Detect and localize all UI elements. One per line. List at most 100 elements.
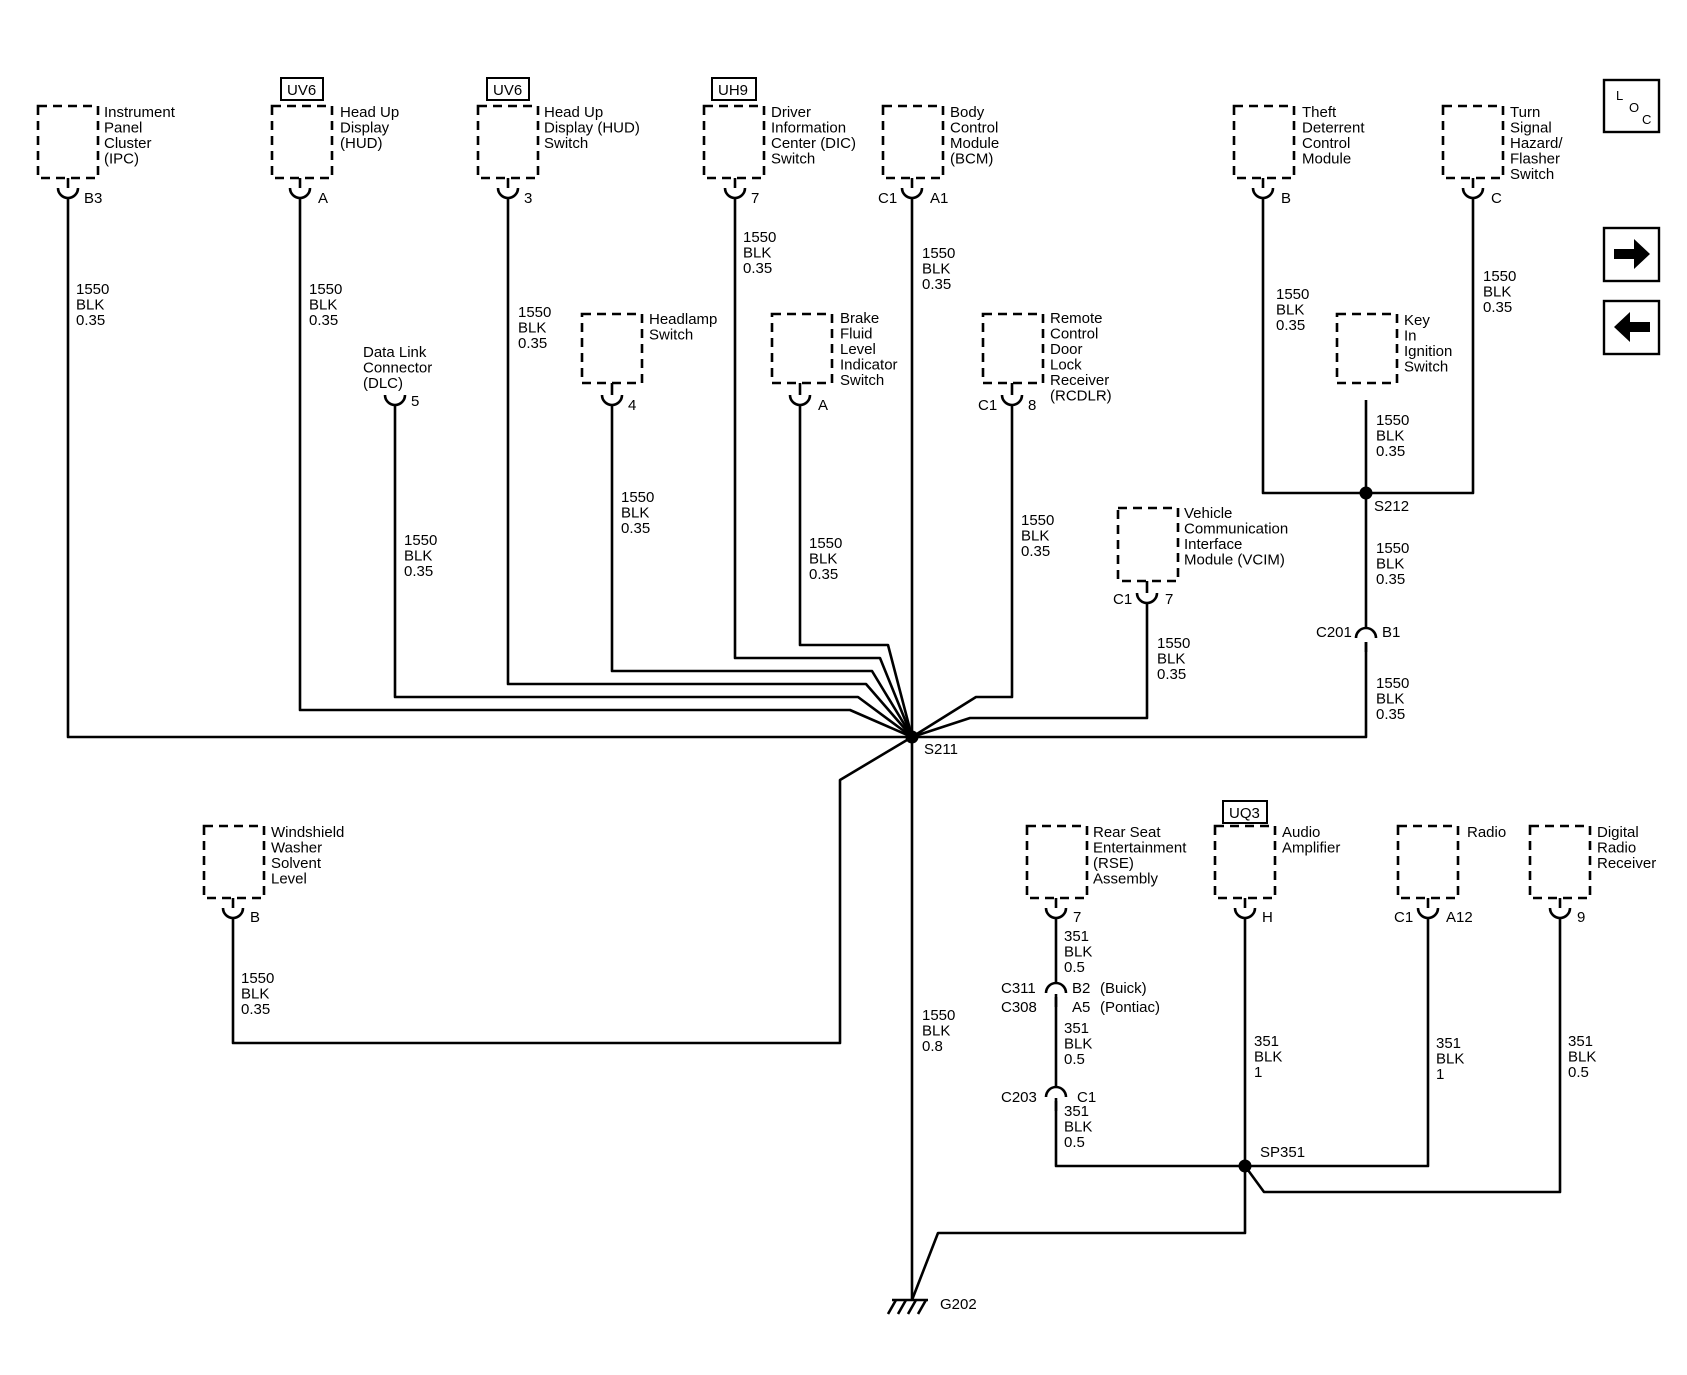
- hud-switch-pin: 3: [524, 190, 532, 207]
- key-name: Key In Ignition Switch: [1404, 312, 1457, 376]
- radio-box: [1396, 824, 1460, 900]
- dic-option-code: UH9: [718, 82, 748, 99]
- hud-wire-label: 1550 BLK 0.35: [309, 281, 347, 329]
- drr-wire-label: 351 BLK 0.5: [1568, 1033, 1601, 1081]
- rse-box: [1025, 824, 1089, 900]
- prev-page-button[interactable]: [1602, 299, 1661, 356]
- bcm-connector: C1: [878, 190, 897, 207]
- washer-pin: B: [250, 909, 260, 926]
- wiring: [66, 198, 1562, 1301]
- washer-wire-label: 1550 BLK 0.35: [241, 970, 279, 1018]
- rcdlr-pin: 8: [1028, 397, 1036, 414]
- brake-fluid-wire-label: 1550 BLK 0.35: [809, 535, 847, 583]
- bcm-name: Body Control Module (BCM): [950, 104, 1003, 168]
- bcm-box: [881, 104, 945, 180]
- bcm-pin: A1: [930, 190, 948, 207]
- loc-letter-c: C: [1642, 112, 1651, 127]
- option-codes: UV6 UV6 UH9 UQ3: [280, 77, 1268, 824]
- c308-note: (Pontiac): [1100, 999, 1160, 1016]
- pin-labels: B3 A 3 7 C1 A1 B C 5 4 A C1 8 C1 7 B 7 H…: [84, 190, 1585, 1106]
- component-boxes: [36, 104, 1592, 900]
- dlc-name: Data Link Connector (DLC): [363, 344, 436, 392]
- splice-sp351: [1238, 1159, 1252, 1173]
- c311-note: (Buick): [1100, 980, 1147, 997]
- loc-letter-o: O: [1629, 100, 1639, 115]
- washer-box: [202, 824, 266, 900]
- arrow-right-icon: [1614, 239, 1650, 269]
- c203-pin: C1: [1077, 1089, 1096, 1106]
- hud-switch-option-box: [486, 77, 530, 101]
- headlamp-pin: 4: [628, 397, 636, 414]
- hud-option-box: [280, 77, 324, 101]
- amp-option-box: [1222, 800, 1268, 824]
- ipc-wire-label: 1550 BLK 0.35: [76, 281, 114, 329]
- hud-pin: A: [318, 190, 328, 207]
- amp-wire-label: 351 BLK 1: [1254, 1033, 1287, 1081]
- loc-button[interactable]: L O C: [1602, 78, 1661, 134]
- hud-name: Head Up Display (HUD): [340, 104, 403, 152]
- splice-sp351-label: SP351: [1260, 1144, 1305, 1161]
- brake-fluid-pin: A: [818, 397, 828, 414]
- hud-box: [270, 104, 334, 180]
- turn-signal-pin: C: [1491, 190, 1502, 207]
- vcim-connector: C1: [1113, 591, 1132, 608]
- drr-name: Digital Radio Receiver: [1597, 824, 1656, 872]
- c201-pin: B1: [1382, 624, 1400, 641]
- rcdlr-box: [981, 312, 1045, 385]
- headlamp-box: [580, 312, 644, 385]
- dic-box: [702, 104, 766, 180]
- ipc-box: [36, 104, 100, 180]
- rse-name: Rear Seat Entertainment (RSE) Assembly: [1093, 824, 1191, 888]
- dic-option-box: [711, 77, 757, 101]
- radio-connector: C1: [1394, 909, 1413, 926]
- c201-wire-label: 1550 BLK 0.35: [1376, 675, 1414, 723]
- ipc-name: Instrument Panel Cluster (IPC): [104, 104, 179, 168]
- ground-g202: G202: [886, 1296, 977, 1315]
- loc-letter-l: L: [1616, 88, 1623, 103]
- theft-name: Theft Deterrent Control Module: [1302, 104, 1369, 168]
- hud-switch-name: Head Up Display (HUD) Switch: [544, 104, 644, 152]
- vcim-pin: 7: [1165, 591, 1173, 608]
- dic-wire-label: 1550 BLK 0.35: [743, 229, 781, 277]
- vcim-box: [1116, 506, 1180, 583]
- hud-option-code: UV6: [287, 82, 316, 99]
- vcim-wire-label: 1550 BLK 0.35: [1157, 635, 1195, 683]
- c308-pin: A5: [1072, 999, 1090, 1016]
- c203-name: C203: [1001, 1089, 1037, 1106]
- dic-name: Driver Information Center (DIC) Switch: [771, 104, 860, 168]
- rse-wire-label: 351 BLK 0.5: [1064, 928, 1097, 976]
- washer-name: Windshield Washer Solvent Level: [271, 824, 349, 888]
- vcim-name: Vehicle Communication Interface Module (…: [1184, 505, 1292, 569]
- s212-wire-label: 1550 BLK 0.35: [1376, 540, 1414, 588]
- drr-pin: 9: [1577, 909, 1585, 926]
- brake-fluid-name: Brake Fluid Level Indicator Switch: [840, 310, 902, 389]
- amp-name: Audio Amplifier: [1282, 824, 1340, 857]
- hud-switch-wire-label: 1550 BLK 0.35: [518, 304, 556, 352]
- theft-wire-label: 1550 BLK 0.35: [1276, 286, 1314, 334]
- ground-label: G202: [940, 1296, 977, 1313]
- amp-pin: H: [1262, 909, 1273, 926]
- headlamp-name: Headlamp Switch: [649, 311, 722, 344]
- ipc-pin: B3: [84, 190, 102, 207]
- dlc-pin: 5: [411, 393, 419, 410]
- hud-switch-box: [476, 104, 540, 180]
- turn-signal-box: [1441, 104, 1505, 180]
- bcm-wire-label: 1550 BLK 0.35: [922, 245, 960, 293]
- turn-signal-name: Turn Signal Hazard/ Flasher Switch: [1510, 104, 1567, 183]
- rse-pin: 7: [1073, 909, 1081, 926]
- headlamp-wire-label: 1550 BLK 0.35: [621, 489, 659, 537]
- splice-s212-label: S212: [1374, 498, 1409, 515]
- radio-name: Radio: [1467, 824, 1506, 841]
- radio-wire-label: 351 BLK 1: [1436, 1035, 1469, 1083]
- rcdlr-connector: C1: [978, 397, 997, 414]
- splice-s212: [1359, 486, 1373, 500]
- dlc-wire-label: 1550 BLK 0.35: [404, 532, 442, 580]
- amp-option-code: UQ3: [1229, 805, 1260, 822]
- next-page-button[interactable]: [1602, 226, 1661, 283]
- rcdlr-wire-label: 1550 BLK 0.35: [1021, 512, 1059, 560]
- c203-wire-label: 351 BLK 0.5: [1064, 1103, 1097, 1151]
- c201-name: C201: [1316, 624, 1352, 641]
- drr-box: [1528, 824, 1592, 900]
- c311-name: C311: [1001, 980, 1036, 997]
- ground-wire-label: 1550 BLK 0.8: [922, 1007, 960, 1055]
